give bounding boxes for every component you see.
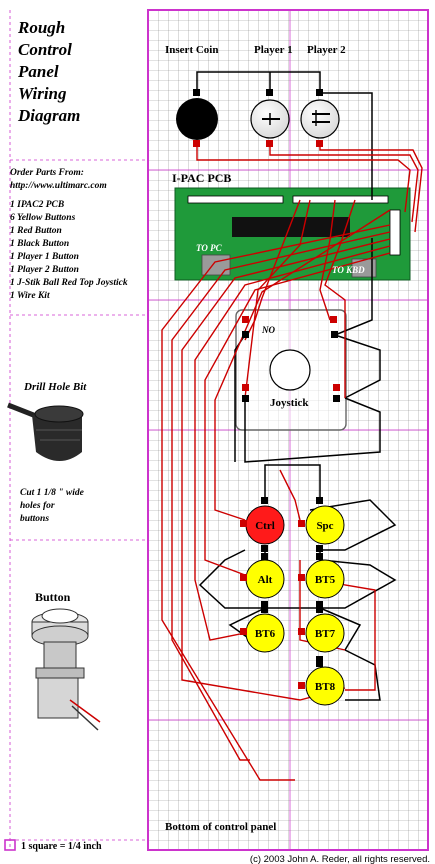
bottom-label: Bottom of control panel	[165, 821, 276, 833]
copyright: (c) 2003 John A. Reder, all rights reser…	[250, 854, 430, 864]
insert-coin-label: Insert Coin	[165, 44, 218, 56]
joystick-pins	[242, 316, 340, 402]
player1-label: Player 1	[254, 44, 293, 56]
no-label: NO	[261, 325, 275, 335]
button-spc	[298, 497, 345, 552]
button-label-bt5: BT5	[315, 574, 336, 586]
button-bt8	[298, 660, 345, 706]
drill-note-line: holes for	[20, 501, 55, 511]
order-item: 1 Black Button	[10, 239, 69, 249]
button-ctrl	[240, 497, 285, 552]
drill-note-line: buttons	[20, 514, 49, 524]
button-label-spc: Spc	[316, 520, 333, 532]
button-bt6	[240, 606, 285, 653]
title-line-3: Panel	[17, 62, 59, 81]
button-label-bt7: BT7	[315, 628, 336, 640]
drill-note-line: Cut 1 1/8 " wide	[20, 488, 85, 498]
button-heading: Button	[35, 590, 71, 604]
order-item: 1 J-Stik Ball Red Top Joystick	[10, 278, 128, 288]
button-label-alt: Alt	[258, 574, 273, 586]
order-item: 6 Yellow Buttons	[10, 213, 76, 223]
order-item: 1 IPAC2 PCB	[10, 200, 64, 210]
order-heading: Order Parts From:	[10, 168, 84, 178]
button-bt5	[298, 553, 345, 608]
order-item: 1 Player 2 Button	[10, 265, 79, 275]
order-url: http://www.ultimarc.com	[10, 181, 107, 191]
title-line-1: Rough	[17, 18, 65, 37]
drill-heading: Drill Hole Bit	[23, 381, 87, 393]
to-kbd-label: TO KBD	[332, 265, 365, 275]
title-line-5: Diagram	[17, 106, 80, 125]
to-pc-label: TO PC	[196, 243, 223, 253]
player2-icon	[300, 99, 340, 139]
drill-bit-icon	[7, 402, 84, 461]
button-label-bt8: BT8	[315, 681, 336, 693]
order-item: 1 Red Button	[10, 226, 62, 236]
black-wires	[196, 71, 397, 701]
insert-coin-button	[176, 98, 218, 140]
panel-buttons	[240, 497, 345, 706]
title-line-4: Wiring	[18, 84, 67, 103]
button-alt	[240, 553, 285, 608]
button-label-ctrl: Ctrl	[255, 520, 275, 532]
scale-swatch	[4, 839, 16, 851]
player2-label: Player 2	[307, 44, 346, 56]
joystick-plate	[235, 309, 347, 431]
ipac-pcb	[174, 187, 411, 281]
joystick-label: Joystick	[270, 397, 309, 409]
arcade-button-icon	[31, 608, 101, 731]
left-guides	[9, 10, 148, 848]
order-item: 1 Wire Kit	[10, 291, 50, 301]
pcb-label: I-PAC PCB	[172, 171, 231, 185]
player1-icon	[250, 99, 290, 139]
button-bt7	[298, 606, 345, 663]
order-item: 1 Player 1 Button	[10, 252, 79, 262]
title-line-2: Control	[18, 40, 72, 59]
button-label-bt6: BT6	[255, 628, 276, 640]
scale-legend: 1 square = 1/4 inch	[21, 841, 102, 852]
red-wires	[161, 145, 423, 781]
